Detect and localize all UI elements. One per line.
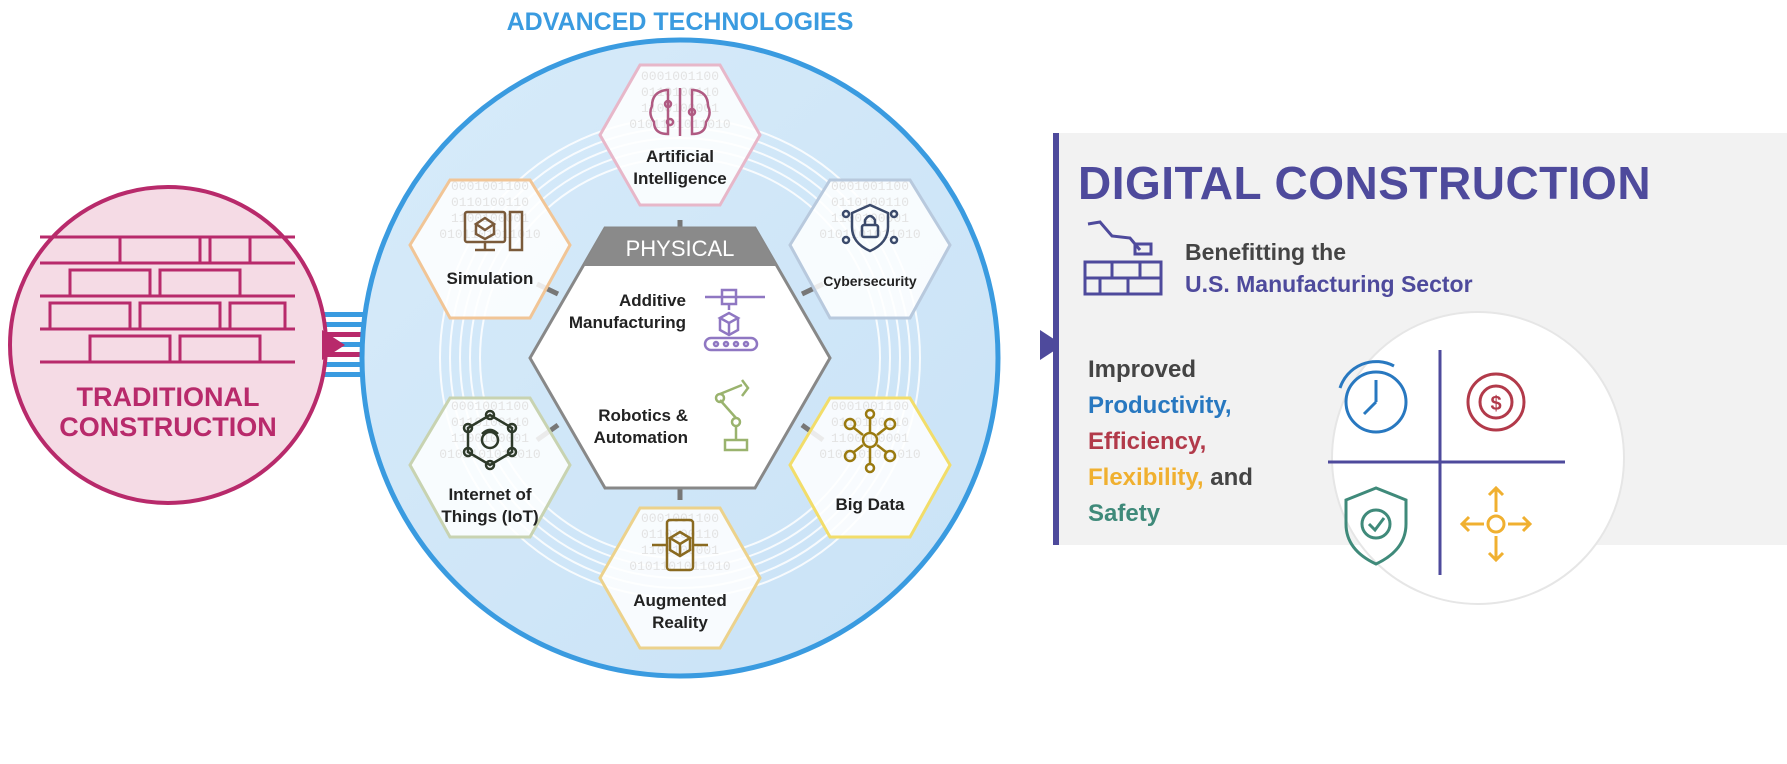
tech-hexagons bbox=[408, 63, 952, 650]
cybersecurity-label: Cybersecurity bbox=[795, 270, 945, 292]
bigdata-line1: Big Data bbox=[835, 495, 905, 514]
improved-label: Improved bbox=[1088, 356, 1197, 383]
shield-lock-icon bbox=[841, 203, 899, 253]
ar-line1: Augmented bbox=[633, 591, 727, 610]
additive-line2: Manufacturing bbox=[568, 313, 686, 332]
binary-watermark-text: 0101101011010 bbox=[819, 227, 920, 242]
binary-watermark-text: 1100100001 bbox=[451, 431, 529, 446]
physical-header: PHYSICAL bbox=[625, 236, 735, 261]
brick-wall-icon bbox=[40, 235, 295, 364]
binary-watermark-text: 0110100110 bbox=[451, 195, 529, 210]
digital-construction-panel: $ bbox=[1053, 133, 1787, 605]
traditional-label: TRADITIONAL CONSTRUCTION bbox=[40, 382, 296, 442]
traditional-line2: CONSTRUCTION bbox=[59, 412, 277, 442]
digital-construction-title: DIGITAL CONSTRUCTION bbox=[1078, 157, 1652, 209]
ar-line2: Reality bbox=[652, 613, 708, 632]
subtitle-line1: Benefitting the bbox=[1185, 239, 1346, 265]
clock-icon bbox=[1338, 360, 1408, 434]
advanced-technologies-title: ADVANCED TECHNOLOGIES bbox=[506, 8, 854, 36]
iot-line2: Things (IoT) bbox=[441, 507, 539, 526]
iot-network-icon bbox=[462, 409, 518, 471]
safety-label: Safety bbox=[1088, 500, 1161, 527]
ai-label: Artificial Intelligence bbox=[605, 146, 755, 190]
simulation-monitor-icon bbox=[463, 210, 524, 252]
robot-bricklaying-icon bbox=[1083, 220, 1163, 296]
subtitle-line2: U.S. Manufacturing Sector bbox=[1185, 271, 1473, 297]
cybersecurity-hexagon bbox=[788, 178, 952, 320]
3d-printer-icon bbox=[703, 288, 765, 352]
binary-watermark-text: 0001001100 bbox=[641, 511, 719, 526]
binary-watermark-text: 0101101011010 bbox=[439, 227, 540, 242]
ai-line2: Intelligence bbox=[633, 169, 727, 188]
binary-watermark-text: 1100100001 bbox=[831, 211, 909, 226]
flexibility-label: Flexibility, bbox=[1088, 464, 1204, 491]
and-label: and bbox=[1203, 464, 1253, 491]
iot-hexagon bbox=[408, 396, 572, 539]
binary-watermark-text: 0001001100 bbox=[831, 179, 909, 194]
simulation-label: Simulation bbox=[415, 268, 565, 290]
benefits-circle bbox=[1331, 311, 1625, 605]
binary-watermark-text: 0110100110 bbox=[451, 415, 529, 430]
binary-watermark-text: 0001001100 bbox=[451, 399, 529, 414]
bigdata-hexagon bbox=[788, 396, 952, 539]
binary-watermark-text: 1100100001 bbox=[831, 431, 909, 446]
cybersecurity-line1: Cybersecurity bbox=[823, 273, 917, 289]
dollar-gear-icon: $ bbox=[1466, 372, 1526, 432]
robotics-automation-label: Robotics & Automation bbox=[560, 405, 688, 449]
ai-line1: Artificial bbox=[645, 147, 715, 166]
svg-text:$: $ bbox=[1490, 393, 1501, 415]
benefit-subtitle: Benefitting the U.S. Manufacturing Secto… bbox=[1185, 236, 1473, 300]
bigdata-label: Big Data bbox=[795, 494, 945, 516]
flexibility-row: Flexibility, and bbox=[1088, 460, 1253, 496]
robotics-line2: Automation bbox=[593, 428, 688, 447]
ar-cube-icon bbox=[652, 518, 708, 572]
directional-arrows-icon bbox=[1459, 485, 1533, 563]
traditional-construction-circle bbox=[8, 185, 345, 505]
iot-line1: Internet of bbox=[448, 485, 532, 504]
iot-label: Internet of Things (IoT) bbox=[415, 484, 565, 528]
productivity-label: Productivity, bbox=[1088, 392, 1232, 419]
binary-watermark-text: 0110100110 bbox=[641, 527, 719, 542]
binary-watermark-text: 0001001100 bbox=[641, 69, 719, 84]
binary-watermark-text: 0110100110 bbox=[831, 195, 909, 210]
ar-label: Augmented Reality bbox=[605, 590, 755, 634]
binary-watermark-text: 0001001100 bbox=[831, 399, 909, 414]
additive-manufacturing-label: Additive Manufacturing bbox=[560, 290, 686, 334]
binary-watermark-text: 0101101011010 bbox=[629, 559, 730, 574]
improvements-list: Improved Productivity, Efficiency, Flexi… bbox=[1088, 352, 1253, 532]
traditional-line1: TRADITIONAL bbox=[76, 382, 260, 412]
simulation-line1: Simulation bbox=[446, 269, 534, 288]
data-network-icon bbox=[843, 408, 897, 474]
ar-hexagon bbox=[598, 506, 762, 650]
shield-check-icon bbox=[1344, 486, 1408, 566]
robotics-line1: Robotics & bbox=[598, 406, 688, 425]
brain-circuit-icon bbox=[649, 88, 711, 136]
additive-line1: Additive bbox=[618, 291, 686, 310]
binary-watermark-text: 0001001100 bbox=[451, 179, 529, 194]
physical-core-hexagon bbox=[528, 226, 832, 490]
robot-arm-icon bbox=[714, 379, 750, 452]
efficiency-label: Efficiency, bbox=[1088, 428, 1207, 455]
